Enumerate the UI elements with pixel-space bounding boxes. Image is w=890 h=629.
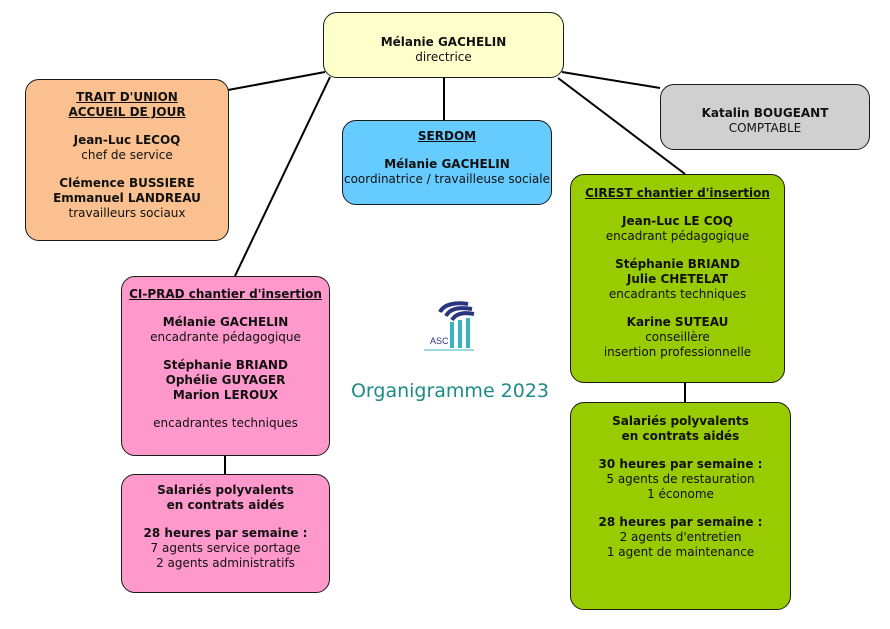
director-role: directrice <box>415 50 472 64</box>
trait-union-box: TRAIT D'UNION ACCUEIL DE JOUR Jean-Luc L… <box>25 79 229 241</box>
trait-persons-role: travailleurs sociaux <box>68 206 186 220</box>
trait-person-1-role: chef de service <box>81 148 173 162</box>
cirest-salaries-b2: 1 agent de maintenance <box>606 545 755 559</box>
director-name: Mélanie GACHELIN <box>380 35 507 49</box>
cirest-salaries-box: Salariés polyvalents en contrats aidés 3… <box>570 402 791 610</box>
cirest-person-2-name: Stéphanie BRIAND <box>615 257 740 271</box>
ciprad-person-1-name: Mélanie GACHELIN <box>162 315 289 329</box>
ciprad-salaries-item-1: 7 agents service portage <box>150 541 301 555</box>
ciprad-person-4-name: Marion LEROUX <box>172 388 279 402</box>
ciprad-salaries-line-2: en contrats aidés <box>166 498 285 512</box>
cirest-person-4-role-1: conseillère <box>645 330 710 344</box>
connector-director-comptable <box>561 71 661 89</box>
cirest-person-1-name: Jean-Luc LE COQ <box>622 214 733 228</box>
trait-union-title-2: ACCUEIL DE JOUR <box>68 105 186 119</box>
ciprad-title: CI-PRAD chantier d'insertion <box>129 287 322 301</box>
director-box: Mélanie GACHELIN directrice <box>323 12 564 78</box>
asc-logo-text: ASC <box>430 336 449 346</box>
ciprad-box: CI-PRAD chantier d'insertion Mélanie GAC… <box>121 276 330 456</box>
cirest-person-4-role-2: insertion professionnelle <box>603 345 752 359</box>
ciprad-person-1-role: encadrante pédagogique <box>150 330 301 344</box>
ciprad-person-3-name: Ophélie GUYAGER <box>165 373 286 387</box>
cirest-person-3-name: Julie CHETELAT <box>626 272 729 286</box>
cirest-salaries-a2: 1 économe <box>647 487 714 501</box>
comptable-box: Katalin BOUGEANT COMPTABLE <box>660 84 870 150</box>
cirest-salaries-hours-2: 28 heures par semaine : <box>598 515 763 529</box>
ciprad-salaries-hours: 28 heures par semaine : <box>143 526 308 540</box>
serdom-title: SERDOM <box>417 129 477 143</box>
serdom-name: Mélanie GACHELIN <box>384 157 510 171</box>
connector-director-trait <box>227 71 326 91</box>
cirest-salaries-b1: 2 agents d'entretien <box>619 530 742 544</box>
cirest-salaries-line-2: en contrats aidés <box>621 429 740 443</box>
cirest-persons-role: encadrants techniques <box>608 287 747 301</box>
ciprad-persons-role: encadrantes techniques <box>153 416 298 430</box>
cirest-title: CIREST chantier d'insertion <box>585 186 770 200</box>
comptable-role: COMPTABLE <box>728 121 802 135</box>
ciprad-salaries-line-1: Salariés polyvalents <box>157 483 294 497</box>
cirest-salaries-hours-1: 30 heures par semaine : <box>598 457 763 471</box>
cirest-salaries-a1: 5 agents de restauration <box>606 472 755 486</box>
serdom-box: SERDOM Mélanie GACHELIN coordinatrice / … <box>342 120 552 205</box>
cirest-person-4-name: Karine SUTEAU <box>626 315 729 329</box>
trait-person-1-name: Jean-Luc LECOQ <box>73 133 181 147</box>
ciprad-salaries-item-2: 2 agents administratifs <box>156 556 295 570</box>
connector-director-ciprad <box>234 76 331 277</box>
trait-person-3-name: Emmanuel LANDREAU <box>53 191 201 205</box>
asc-logo: ASC <box>424 301 475 351</box>
ciprad-salaries-box: Salariés polyvalents en contrats aidés 2… <box>121 474 330 593</box>
cirest-person-1-role: encadrant pédagogique <box>605 229 750 243</box>
trait-person-2-name: Clémence BUSSIERE <box>59 176 195 190</box>
cirest-salaries-line-1: Salariés polyvalents <box>612 414 749 428</box>
trait-union-title-1: TRAIT D'UNION <box>76 90 178 104</box>
connector-director-cirest <box>557 77 686 175</box>
ciprad-person-2-name: Stéphanie BRIAND <box>163 358 288 372</box>
serdom-role: coordinatrice / travailleuse sociale <box>343 172 551 186</box>
comptable-name: Katalin BOUGEANT <box>701 106 829 120</box>
cirest-box: CIREST chantier d'insertion Jean-Luc LE … <box>570 174 785 383</box>
diagram-title: Organigramme 2023 <box>350 380 550 402</box>
